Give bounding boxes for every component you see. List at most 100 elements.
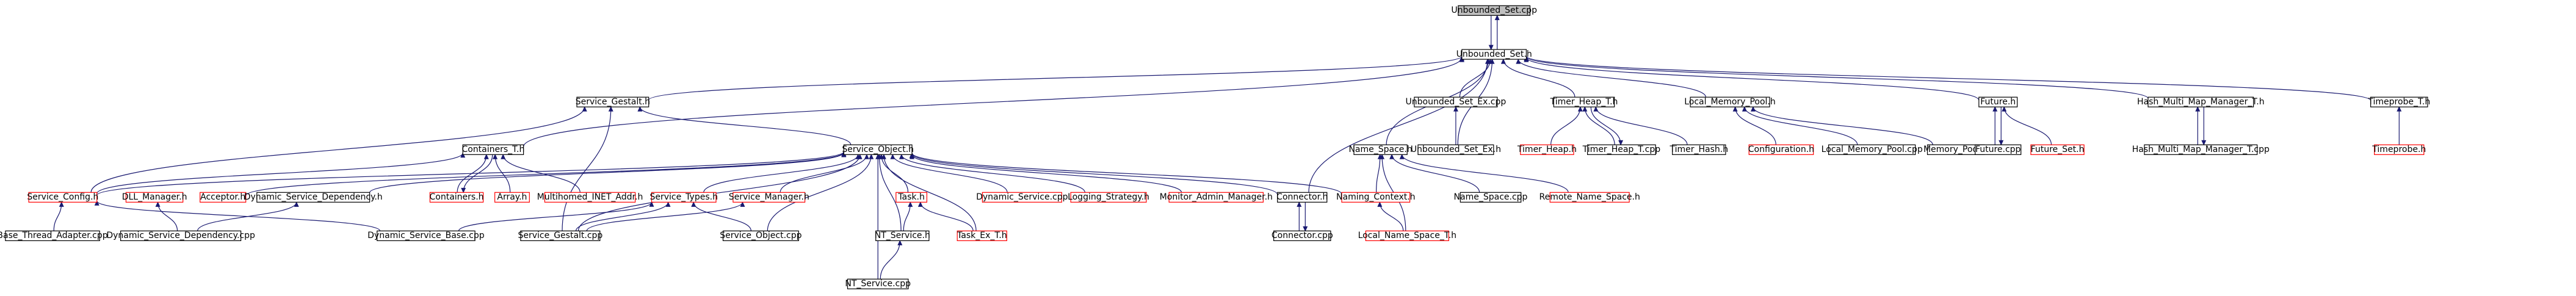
node-box: [120, 230, 242, 241]
graph-node-hash-multi-map-manager-t-cpp[interactable]: Hash_Multi_Map_Manager_T.cpp: [2132, 144, 2270, 155]
graph-node-multihomed-inet-addr-h[interactable]: Multihomed_INET_Addr.h: [537, 192, 643, 203]
edge-arrowhead: [460, 152, 466, 158]
graph-node-unbounded-set-ex-h[interactable]: Unbounded_Set_Ex.h: [1411, 144, 1501, 155]
edge-arrowhead: [1500, 58, 1506, 64]
graph-node-array-h[interactable]: Array.h: [494, 192, 530, 203]
node-box: [544, 192, 636, 203]
edge-timer-heap-t-cpp-to-timer-heap-t-h: [1590, 107, 1621, 145]
graph-node-timer-hash-h[interactable]: Timer_Hash.h: [1669, 144, 1728, 155]
node-box: [1168, 192, 1264, 203]
node-label: Timer_Heap_T.h: [1550, 97, 1618, 107]
graph-node-future-cpp[interactable]: Future.cpp: [1975, 144, 2022, 155]
edge-arrowhead: [890, 154, 895, 159]
graph-node-remote-name-space-h[interactable]: Remote_Name_Space.h: [1539, 192, 1640, 203]
graph-node-acceptor-h[interactable]: Acceptor.h: [200, 192, 247, 203]
graph-node-dll-manager-h[interactable]: DLL_Manager.h: [122, 192, 187, 203]
edge-arrowhead: [1453, 106, 1458, 112]
graph-node-local-name-space-t-h[interactable]: Local_Name_Space_T.h: [1358, 230, 1456, 241]
graph-node-connector-cpp[interactable]: Connector.cpp: [1272, 230, 1333, 241]
node-box: [256, 192, 371, 203]
node-box: [576, 96, 649, 107]
node-label: Service_Object.cpp: [720, 231, 801, 240]
graph-node-service-manager-h[interactable]: Service_Manager.h: [729, 192, 809, 203]
graph-node-service-gestalt-h[interactable]: Service_Gestalt.h: [576, 96, 650, 107]
graph-node-base-thread-adapter-cpp[interactable]: Base_Thread_Adapter.cpp: [0, 230, 108, 241]
edge-containers-t-h-to-multihomed-inet-addr-h: [502, 154, 581, 193]
graph-node-service-object-cpp[interactable]: Service_Object.cpp: [720, 230, 802, 241]
node-box: [1672, 144, 1726, 155]
graph-node-configuration-h[interactable]: Configuration.h: [1748, 144, 1814, 155]
graph-node-service-gestalt-cpp[interactable]: Service_Gestalt.cpp: [518, 230, 602, 241]
graph-node-name-space-cpp[interactable]: Name_Space.cpp: [1454, 192, 1528, 203]
edge-timer-heap-t-h-to-timer-hash-h: [1595, 107, 1688, 145]
node-label: Timeprobe_T.h: [2367, 97, 2430, 107]
node-label: Name_Space.cpp: [1454, 192, 1528, 202]
graph-node-dynamic-service-base-cpp[interactable]: Dynamic_Service_Base.cpp: [367, 230, 485, 241]
graph-node-nt-service-h[interactable]: NT_Service.h: [875, 230, 930, 241]
edge-arrowhead: [1377, 201, 1383, 207]
node-box: [200, 192, 247, 203]
edge-arrowhead: [1380, 154, 1385, 159]
graph-node-hash-multi-map-manager-t-h[interactable]: Hash_Multi_Map_Manager_T.h: [2137, 96, 2265, 107]
graph-node-timer-heap-t-h[interactable]: Timer_Heap_T.h: [1550, 96, 1618, 107]
edge-arrowhead: [1399, 154, 1405, 159]
graph-node-naming-context-h[interactable]: Naming_Context.h: [1336, 192, 1416, 203]
graph-node-task-ex-t-h[interactable]: Task_Ex_T.h: [957, 230, 1007, 241]
graph-node-logging-strategy-h[interactable]: Logging_Strategy.h: [1068, 192, 1149, 203]
edge-containers-t-h-to-array-h: [494, 154, 511, 193]
graph-node-future-h[interactable]: Future.h: [1978, 96, 2018, 107]
edge-arrowhead: [1618, 140, 1624, 146]
graph-node-timeprobe-h[interactable]: Timeprobe.h: [2372, 144, 2426, 155]
graph-node-local-memory-pool-h[interactable]: Local_Memory_Pool.h: [1684, 96, 1776, 107]
graph-node-unbounded-set-cpp[interactable]: Unbounded_Set.cpp: [1451, 5, 1537, 16]
edge-service-object-h-to-service-config-h: [96, 151, 844, 196]
graph-node-timer-heap-t-cpp[interactable]: Timer_Heap_T.cpp: [1582, 144, 1661, 155]
edge-service-object-h-to-service-gestalt-cpp: [577, 154, 861, 231]
node-box: [1978, 96, 2018, 107]
edge-name-space-h-to-naming-context-h: [1376, 154, 1381, 193]
graph-node-timeprobe-t-h[interactable]: Timeprobe_T.h: [2367, 96, 2430, 107]
graph-node-unbounded-set-ex-cpp[interactable]: Unbounded_Set_Ex.cpp: [1406, 96, 1507, 107]
node-box: [494, 192, 530, 203]
graph-node-future-set-h[interactable]: Future_Set.h: [2030, 144, 2085, 155]
graph-node-monitor-admin-manager-h[interactable]: Monitor_Admin_Manager.h: [1160, 192, 1273, 203]
edge-arrowhead: [857, 154, 863, 159]
edge-service-object-h-to-task-ex-t-h: [883, 154, 977, 231]
edge-arrowhead: [1516, 58, 1521, 64]
graph-node-local-memory-pool-cpp[interactable]: Local_Memory_Pool.cpp: [1822, 144, 1923, 155]
node-label: Dynamic_Service_Base.cpp: [367, 231, 485, 240]
edge-arrowhead: [2195, 106, 2201, 112]
edge-arrowhead: [899, 154, 904, 159]
node-label: Memory_Pool.h: [1923, 145, 1988, 154]
graph-node-containers-t-h[interactable]: Containers_T.h: [461, 144, 524, 155]
edge-name-space-h-to-remote-name-space-h: [1402, 154, 1569, 193]
graph-node-timer-heap-h[interactable]: Timer_Heap.h: [1517, 144, 1577, 155]
node-label: Configuration.h: [1748, 145, 1814, 154]
graph-node-dynamic-service-cpp[interactable]: Dynamic_Service.cpp: [976, 192, 1068, 203]
edge-arrowhead: [917, 201, 923, 207]
edge-unbounded-set-h-to-containers-t-h: [523, 57, 1463, 147]
graph-node-nt-service-cpp[interactable]: NT_Service.cpp: [845, 278, 911, 289]
node-label: Base_Thread_Adapter.cpp: [0, 231, 108, 240]
graph-node-dynamic-service-dependency-cpp[interactable]: Dynamic_Service_Dependency.cpp: [106, 230, 255, 241]
node-box: [2144, 144, 2258, 155]
edge-arrowhead: [1732, 106, 1738, 112]
graph-node-dynamic-service-dependency-h[interactable]: Dynamic_Service_Dependency.h: [244, 192, 383, 203]
graph-node-connector-h[interactable]: Connector.h: [1276, 192, 1328, 203]
graph-node-containers-h[interactable]: Containers.h: [429, 192, 484, 203]
node-label: NT_Service.cpp: [845, 279, 911, 289]
graph-node-task-h[interactable]: Task.h: [895, 192, 928, 203]
edge-arrowhead: [740, 201, 745, 207]
node-box: [895, 192, 928, 203]
edge-unbounded-set-h-to-timeprobe-t-h: [1525, 56, 2372, 101]
graph-node-service-types-h[interactable]: Service_Types.h: [649, 192, 718, 203]
edge-unbounded-set-h-to-local-memory-pool-h: [1518, 59, 1706, 98]
node-box: [1587, 144, 1656, 155]
graph-node-service-object-h[interactable]: Service_Object.h: [842, 144, 914, 155]
graph-node-unbounded-set-h[interactable]: Unbounded_Set.h: [1456, 49, 1532, 60]
graph-node-name-space-h[interactable]: Name_Space.h: [1348, 144, 1413, 155]
graph-node-service-config-h[interactable]: Service_Config.h: [27, 192, 98, 203]
node-box: [1365, 230, 1449, 241]
node-box: [722, 230, 799, 241]
